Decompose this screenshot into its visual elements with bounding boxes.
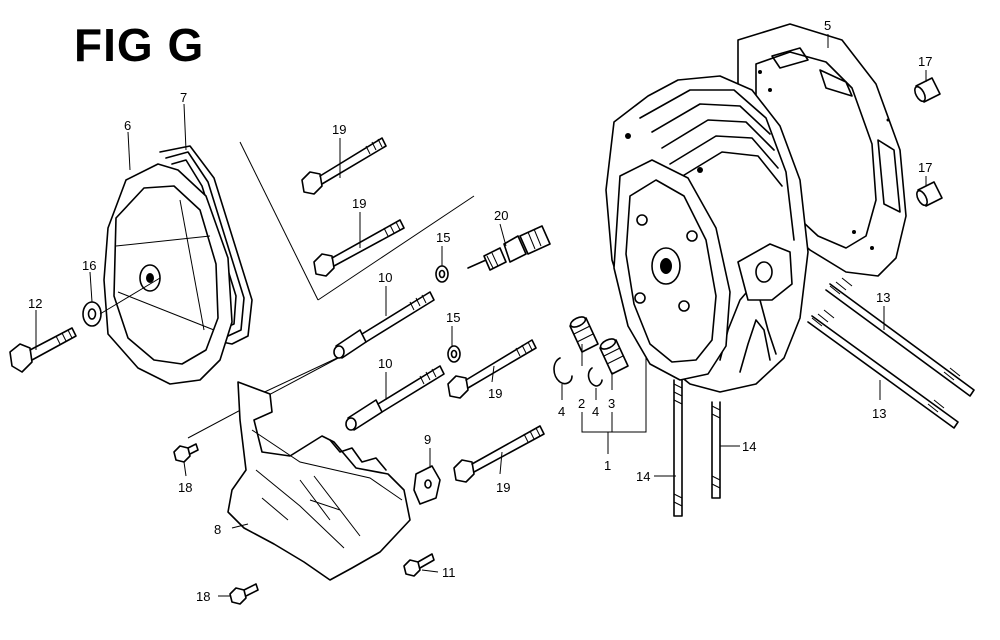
part-19-bolt-upper-a [301, 137, 387, 195]
part-4-circlip-b [587, 367, 603, 387]
callout-19-lower-b: 19 [496, 480, 510, 495]
part-2-valve-seal [569, 316, 599, 353]
part-10-stud-sleeve-b [345, 365, 445, 431]
callout-16: 16 [82, 258, 96, 273]
part-12-cover-bolt [9, 327, 77, 373]
part-17-dowel-pin-b [916, 181, 943, 207]
callout-15-a: 15 [436, 230, 450, 245]
callout-19-upper-b: 19 [352, 196, 366, 211]
callout-10-a: 10 [378, 270, 392, 285]
cylinder-head-assembly [605, 75, 809, 393]
leader-lines [35, 34, 927, 597]
callout-10-b: 10 [378, 356, 392, 371]
callout-11: 11 [442, 565, 456, 580]
callout-4-a: 4 [558, 404, 565, 419]
callout-13-lower: 13 [872, 406, 886, 421]
callout-8: 8 [214, 522, 221, 537]
part-19-bolt-upper-b [313, 219, 405, 277]
callout-7: 7 [180, 90, 187, 105]
part-18-bolt-a [173, 443, 199, 463]
callout-15-b: 15 [446, 310, 460, 325]
part-6-head-cover [103, 163, 233, 385]
callout-12: 12 [28, 296, 42, 311]
callout-19-lower-a: 19 [488, 386, 502, 401]
callout-3: 3 [608, 396, 615, 411]
figure-title: FIG G [74, 19, 205, 71]
part-9-clip [413, 465, 441, 505]
callout-17-a: 17 [918, 54, 932, 69]
callout-labels: 7 6 16 12 19 19 10 10 15 15 20 19 19 9 1… [28, 18, 932, 604]
callout-14-left: 14 [636, 469, 650, 484]
callout-18-b: 18 [196, 589, 210, 604]
part-20-spark-plug [467, 225, 551, 271]
part-10-stud-sleeve-a [333, 291, 435, 359]
callout-6: 6 [124, 118, 131, 133]
part-15-washer-b [447, 345, 461, 363]
callout-20: 20 [494, 208, 508, 223]
callout-4-b: 4 [592, 404, 599, 419]
part-8-shield-bracket [227, 381, 411, 581]
callout-13-upper: 13 [876, 290, 890, 305]
part-14-stud-right [711, 401, 721, 499]
callout-18-a: 18 [178, 480, 192, 495]
part-19-bolt-lower-a [447, 339, 537, 399]
callout-2: 2 [578, 396, 585, 411]
part-15-washer-a [435, 265, 449, 283]
callout-17-b: 17 [918, 160, 932, 175]
callout-9: 9 [424, 432, 431, 447]
part-18-bolt-b [229, 583, 259, 605]
callout-14-right: 14 [742, 439, 756, 454]
callout-19-upper-a: 19 [332, 122, 346, 137]
callout-1: 1 [604, 458, 611, 473]
part-11-bolt [403, 553, 435, 577]
part-13-stud-lower [807, 309, 959, 429]
part-17-dowel-pin-a [914, 77, 941, 103]
part-16-washer [82, 301, 102, 327]
part-4-circlip-a [553, 357, 573, 385]
part-13-stud-upper [825, 277, 975, 397]
part-14-stud-left [673, 379, 683, 517]
callout-5: 5 [824, 18, 831, 33]
part-3-valve-guide [599, 338, 629, 375]
part-19-bolt-lower-b [453, 425, 545, 483]
